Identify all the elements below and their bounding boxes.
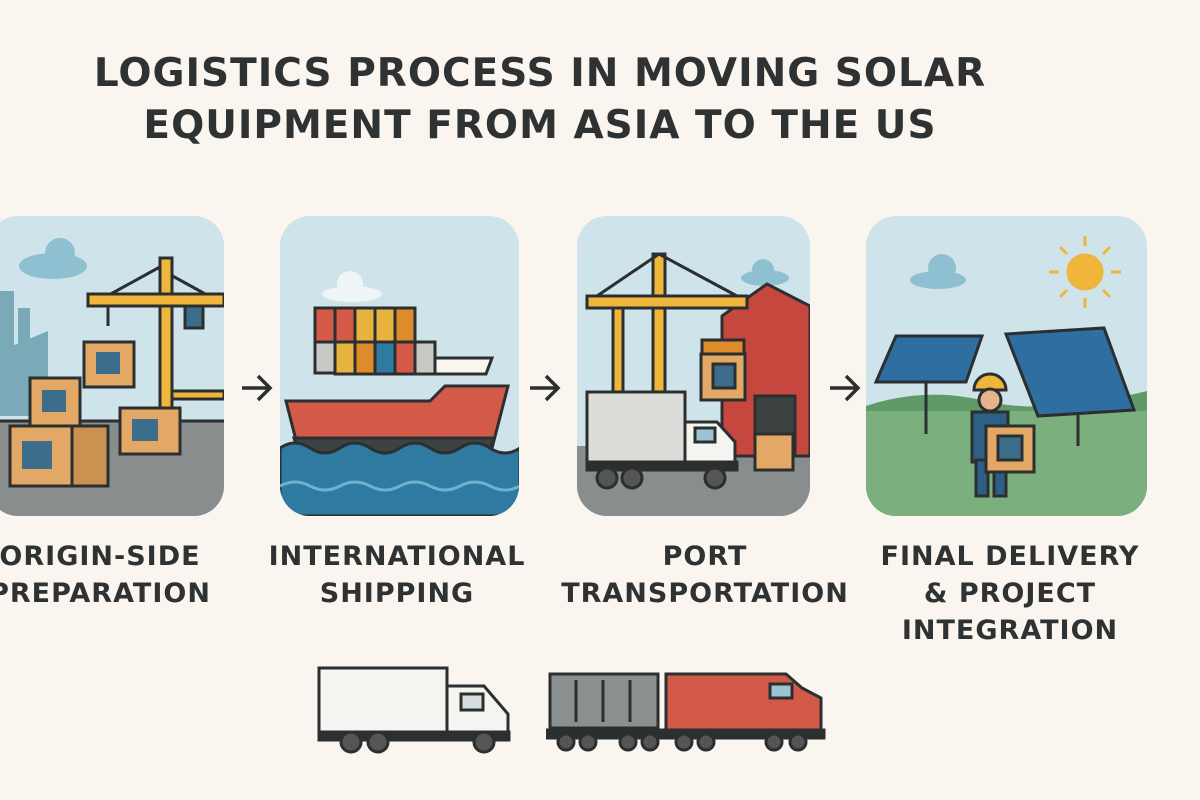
arrow-right-icon bbox=[242, 374, 273, 402]
warehouse-icon bbox=[720, 282, 810, 472]
crane-icon bbox=[86, 256, 224, 430]
title-line-1: LOGISTICS PROCESS IN MOVING SOLAR bbox=[93, 51, 987, 96]
arrow-right-icon bbox=[830, 374, 861, 402]
arrow-right-icon bbox=[530, 374, 561, 402]
step-label-international-shipping: INTERNATIONAL SHIPPING bbox=[262, 538, 532, 612]
step-label-final-delivery: FINAL DELIVERY & PROJECT INTEGRATION bbox=[870, 538, 1150, 649]
step-label-origin-preparation: ORIGIN-SIDE PREPARATION bbox=[0, 538, 220, 612]
international-shipping-illustration bbox=[280, 216, 519, 516]
cloud-icon bbox=[741, 259, 789, 286]
page-title: LOGISTICS PROCESS IN MOVING SOLAR EQUIPM… bbox=[60, 48, 1020, 152]
label-line: INTERNATIONAL bbox=[268, 541, 526, 572]
freight-train-icon bbox=[546, 672, 826, 752]
cloud-icon bbox=[19, 238, 87, 279]
origin-preparation-illustration bbox=[0, 216, 224, 516]
title-line-2: EQUIPMENT FROM ASIA TO THE US bbox=[143, 103, 937, 148]
crane-icon bbox=[585, 252, 749, 402]
sun-icon bbox=[1049, 236, 1121, 308]
solar-box-icons bbox=[8, 340, 182, 488]
label-line: SHIPPING bbox=[319, 578, 475, 609]
label-line: FINAL DELIVERY bbox=[880, 541, 1140, 572]
label-line: & PROJECT bbox=[923, 578, 1097, 609]
box-truck-icon bbox=[317, 666, 511, 754]
label-line: PORT bbox=[662, 541, 748, 572]
solar-panel-icon bbox=[873, 326, 1137, 446]
port-transportation-illustration bbox=[577, 216, 810, 516]
label-line: PREPARATION bbox=[0, 578, 211, 609]
label-line: ORIGIN-SIDE bbox=[0, 541, 201, 572]
label-line: INTEGRATION bbox=[901, 615, 1119, 646]
label-line: TRANSPORTATION bbox=[561, 578, 849, 609]
final-delivery-illustration bbox=[866, 216, 1147, 516]
truck-icon bbox=[585, 390, 739, 490]
cloud-icon bbox=[910, 254, 966, 289]
step-label-port-transportation: PORT TRANSPORTATION bbox=[560, 538, 850, 612]
cloud-icon bbox=[322, 271, 382, 302]
worker-icon bbox=[970, 372, 1036, 498]
